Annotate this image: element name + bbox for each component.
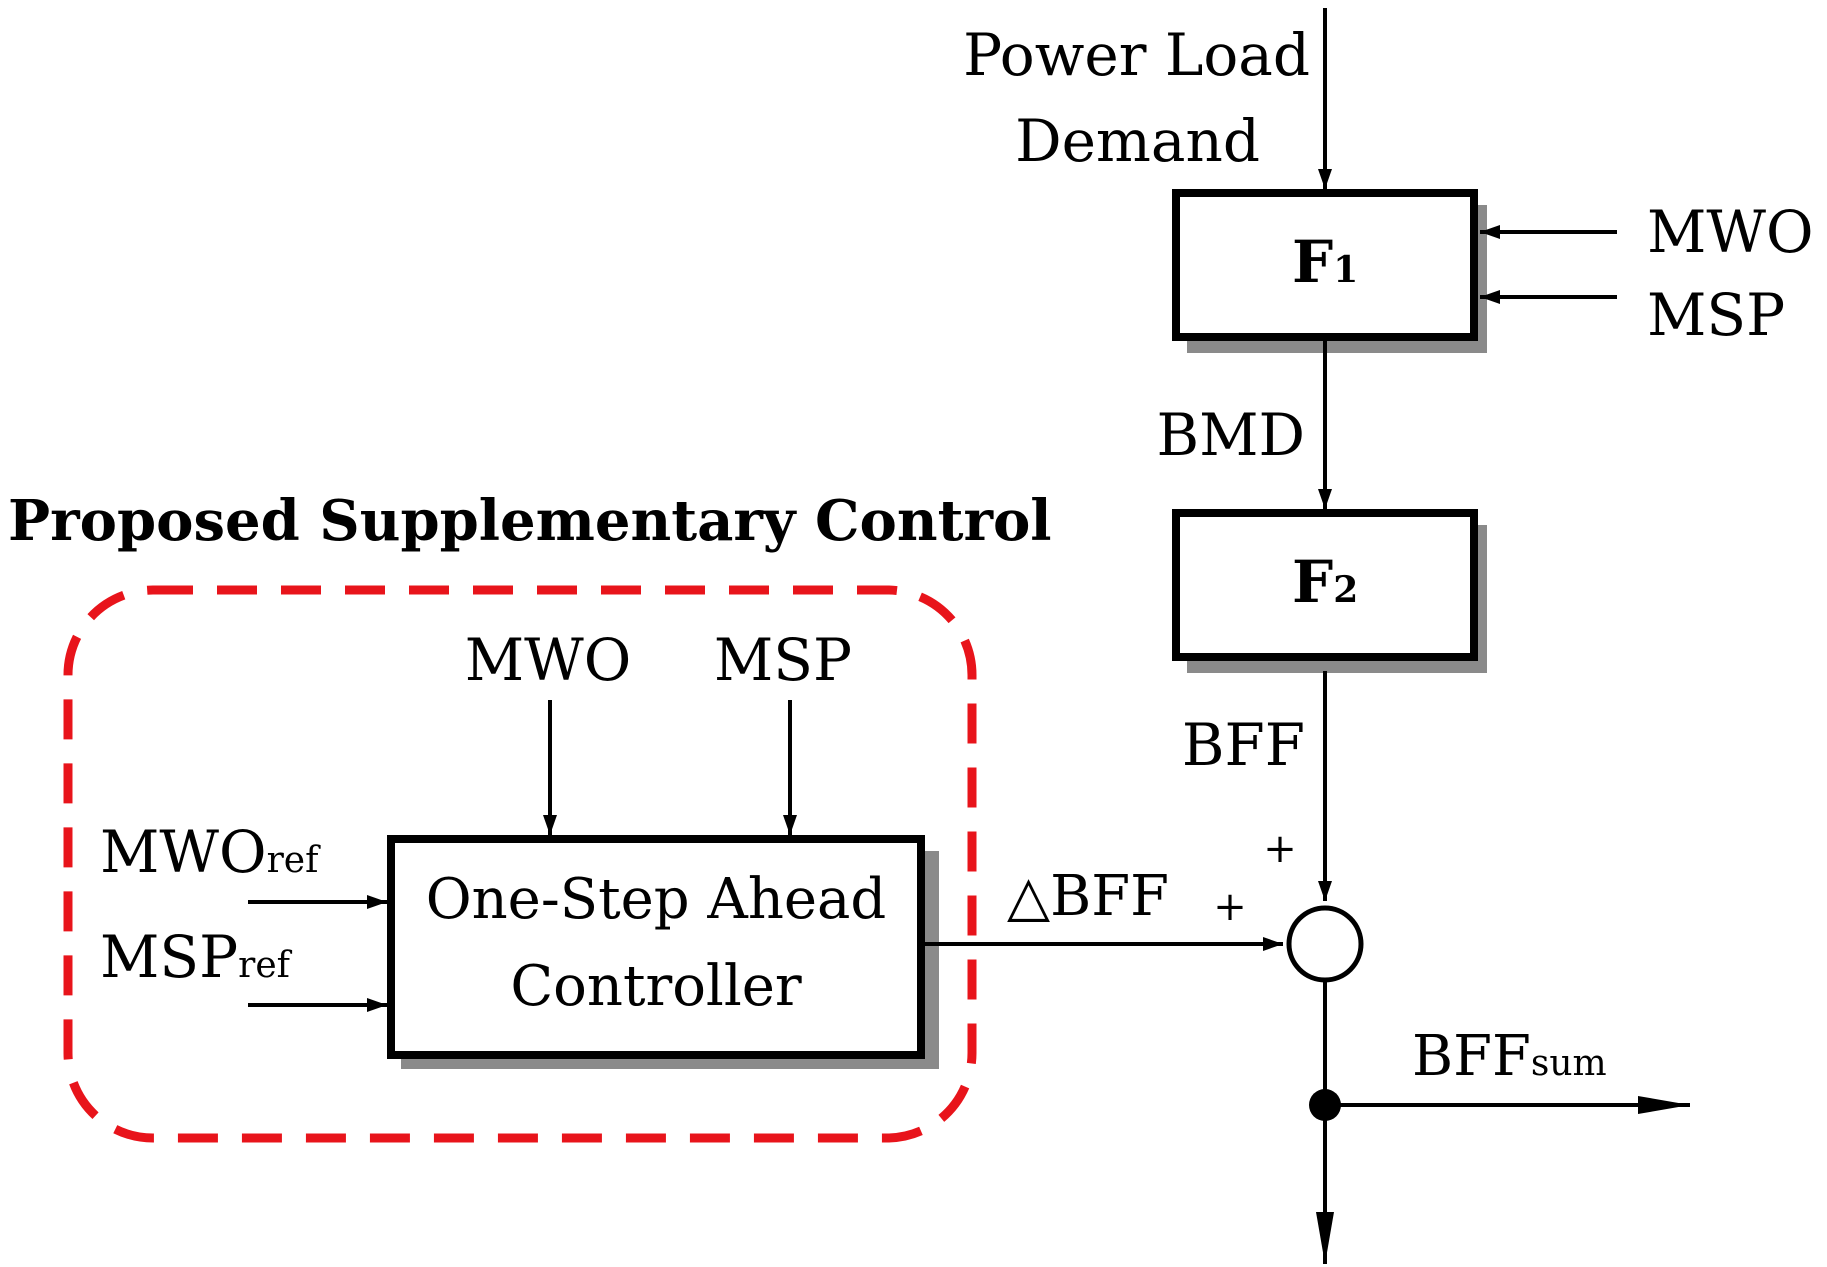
mwo-controller-label: MWO xyxy=(465,626,632,694)
junction-sign-top: + xyxy=(1263,826,1297,872)
one-step-ahead-controller-block[interactable] xyxy=(387,835,925,1059)
supplementary-control-region xyxy=(63,585,977,1143)
f1-label-main: F xyxy=(1292,228,1333,296)
controller-label-line1: One-Step Ahead xyxy=(426,867,887,932)
mwo-ref-label-main: MWO xyxy=(100,818,267,886)
bff-label: BFF xyxy=(1182,711,1305,779)
branch-point xyxy=(1309,1089,1341,1121)
f1-label-sub: 1 xyxy=(1333,249,1358,291)
diagram-title: Proposed Supplementary Control xyxy=(8,488,1052,554)
delta-bff-label: △BFF xyxy=(1007,864,1169,929)
bff-sum-label: BFFsum xyxy=(1412,1024,1607,1089)
mwo-f1-label: MWO xyxy=(1647,198,1814,266)
mwo-ref-label-sub: ref xyxy=(267,840,322,881)
bmd-label: BMD xyxy=(1156,401,1305,469)
bff-sum-label-sub: sum xyxy=(1531,1043,1607,1084)
f2-block[interactable] xyxy=(1172,509,1478,661)
msp-ref-label-sub: ref xyxy=(238,945,293,986)
msp-controller-label: MSP xyxy=(714,626,852,694)
msp-f1-label: MSP xyxy=(1647,281,1785,349)
f2-label-main: F xyxy=(1292,548,1333,616)
f1-label: F1 xyxy=(1292,228,1358,296)
power-load-label-line1: Power Load xyxy=(963,21,1310,89)
mwo-ref-label: MWOref xyxy=(100,818,321,886)
f2-label: F2 xyxy=(1292,548,1358,616)
msp-ref-label: MSPref xyxy=(100,923,293,991)
bff-sum-label-main: BFF xyxy=(1412,1024,1531,1089)
junction-sign-left: + xyxy=(1213,884,1247,930)
f1-block[interactable] xyxy=(1172,189,1478,341)
power-load-label-line2: Demand xyxy=(1015,107,1260,175)
controller-label-line2: Controller xyxy=(510,954,802,1019)
f2-label-sub: 2 xyxy=(1333,569,1358,611)
summing-junction xyxy=(1286,905,1364,983)
msp-ref-label-main: MSP xyxy=(100,923,238,991)
